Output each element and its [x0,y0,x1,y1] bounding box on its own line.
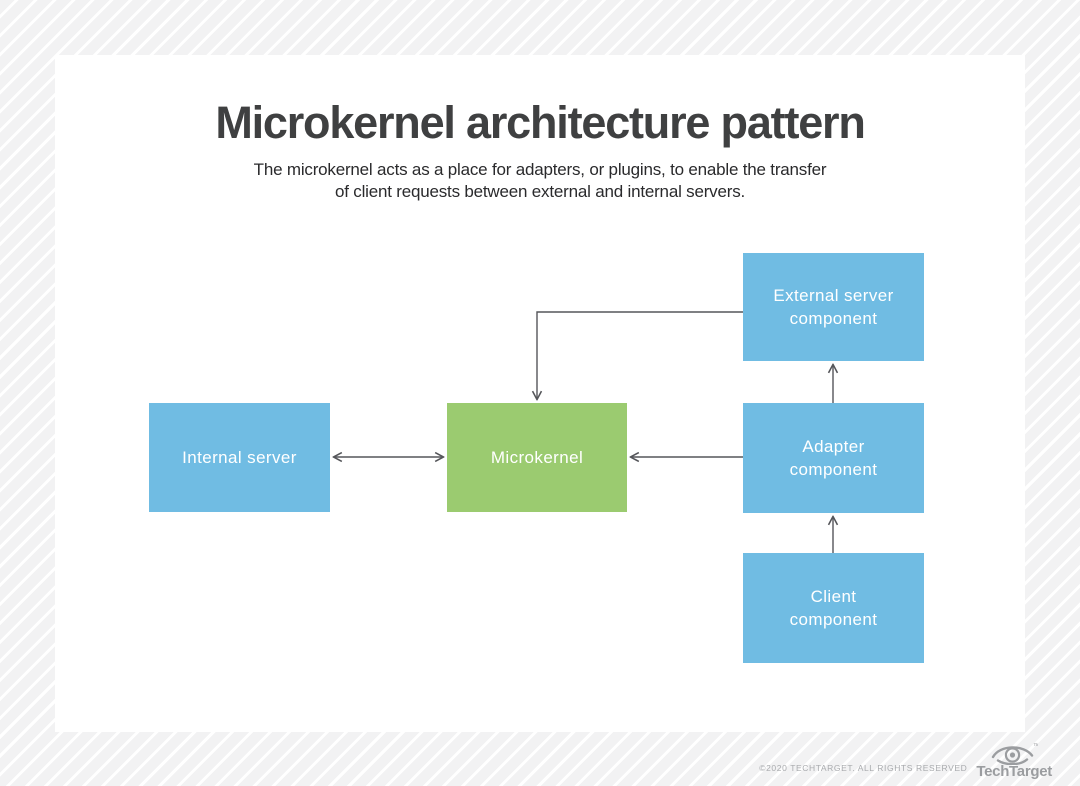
node-external-server-component: External server component [743,253,924,361]
node-label: Client component [789,587,878,629]
node-internal-server: Internal server [149,403,330,512]
techtarget-wordmark: TechTarget [976,763,1052,780]
node-adapter-component: Adapter component [743,403,924,513]
copyright-text: ©2020 TECHTARGET. ALL RIGHTS RESERVED [759,763,968,773]
node-label: Internal server [182,448,297,467]
page-subtitle: The microkernel acts as a place for adap… [253,160,827,202]
techtarget-logo: ™ TechTarget [976,740,1052,779]
svg-text:™: ™ [1033,743,1038,750]
footer: ©2020 TECHTARGET. ALL RIGHTS RESERVED ™ … [759,740,1052,779]
node-microkernel: Microkernel [447,403,627,512]
node-label: Microkernel [490,448,584,467]
node-label: External server component [773,286,894,328]
page-title: Microkernel architecture pattern [215,97,866,148]
node-client-component: Client component [743,553,924,663]
node-label: Adapter component [789,437,878,479]
infographic-card: Microkernel architecture pattern The mic… [55,55,1025,732]
techtarget-eye-icon: ™ [991,743,1038,765]
connector-arrows [55,311,1025,553]
edge-external-microkernel [537,311,743,399]
